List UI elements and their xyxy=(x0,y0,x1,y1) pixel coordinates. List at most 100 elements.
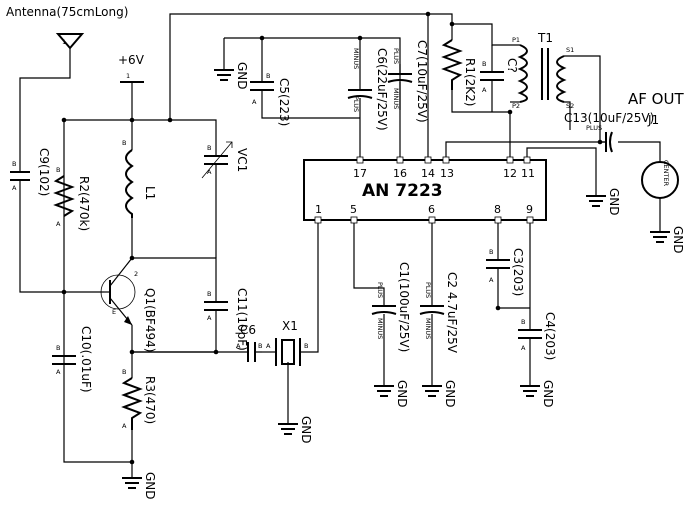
svg-text:B: B xyxy=(266,72,270,80)
svg-text:A: A xyxy=(252,98,257,106)
svg-text:A: A xyxy=(482,86,487,94)
l1-label: L1 xyxy=(143,186,157,200)
supply-label: +6V xyxy=(118,53,145,67)
gnd-label-c1: GND xyxy=(395,380,409,408)
svg-text:PLUS: PLUS xyxy=(352,96,360,112)
output-jack-j1 xyxy=(641,161,679,199)
c13-label: C13(10uF/25V) xyxy=(564,111,654,125)
svg-text:B: B xyxy=(12,160,16,168)
capacitor-c7 xyxy=(387,64,413,90)
x1-label: X1 xyxy=(282,319,298,333)
c4-label: C4(203) xyxy=(543,312,557,360)
svg-text:PLUS: PLUS xyxy=(424,282,432,298)
capacitor-c4 xyxy=(518,320,542,346)
af-out-label: AF OUT xyxy=(628,90,684,108)
gnd-label-jack: GND xyxy=(671,226,685,254)
capacitor-c9 xyxy=(10,160,30,194)
capacitor-c5 xyxy=(250,72,274,100)
svg-text:PLUS: PLUS xyxy=(586,124,602,132)
r2-label: R2(470k) xyxy=(77,176,91,231)
c6-electrolytic-label: C6(22uF/25V) xyxy=(375,48,389,131)
svg-text:1: 1 xyxy=(126,72,130,80)
q1-label: Q1(BF494) xyxy=(143,288,157,352)
svg-text:14: 14 xyxy=(421,167,435,180)
svg-text:16: 16 xyxy=(393,167,407,180)
svg-text:2: 2 xyxy=(134,270,138,278)
ground-c1 xyxy=(374,385,394,397)
ground-c5 xyxy=(214,69,234,81)
ground-jack xyxy=(650,231,670,243)
svg-text:MINUS: MINUS xyxy=(392,88,400,109)
capacitor-c2 xyxy=(419,300,445,326)
svg-text:B: B xyxy=(482,60,486,68)
antenna-label: Antenna(75cmLong) xyxy=(6,5,128,19)
capacitor-c11 xyxy=(204,292,228,318)
svg-text:B: B xyxy=(521,318,525,326)
c9-label: C9(102) xyxy=(37,148,51,196)
svg-text:1: 1 xyxy=(62,38,66,46)
j1-label: J1 xyxy=(647,113,659,127)
c7-label: C7(10uF/25V) xyxy=(415,40,429,123)
gnd-label-pin11: GND xyxy=(607,188,621,216)
c6-label: C6 xyxy=(240,323,256,337)
svg-text:A: A xyxy=(266,342,271,350)
svg-text:B: B xyxy=(207,144,211,152)
inductor-l1 xyxy=(125,149,134,218)
ground-c4 xyxy=(520,385,540,397)
svg-text:MINUS: MINUS xyxy=(424,318,432,339)
capacitor-c6-electrolytic xyxy=(347,80,373,108)
svg-text:S2: S2 xyxy=(566,102,574,110)
svg-text:A: A xyxy=(521,344,526,352)
c10-label: C10(.01uF) xyxy=(79,326,93,393)
ic-name: AN 7223 xyxy=(362,181,443,201)
capacitor-c-unknown xyxy=(480,45,504,105)
capacitor-c3 xyxy=(486,250,510,278)
c-unknown-label: C? xyxy=(505,58,519,73)
variable-capacitor-vc1 xyxy=(201,141,233,179)
svg-text:B: B xyxy=(304,342,308,350)
vc1-label: VC1 xyxy=(235,148,249,172)
c2-label: C2 4.7uF/25V xyxy=(445,272,459,354)
resistor-r3 xyxy=(121,377,143,430)
svg-text:PLUS: PLUS xyxy=(376,282,384,298)
svg-text:P1: P1 xyxy=(512,36,520,44)
svg-text:A: A xyxy=(207,314,212,322)
ground-output-pin11 xyxy=(586,195,606,207)
antenna-symbol xyxy=(55,33,85,50)
ground-crystal xyxy=(278,423,298,435)
resistor-r2 xyxy=(53,175,75,217)
svg-text:A: A xyxy=(56,220,61,228)
svg-text:MINUS: MINUS xyxy=(376,318,384,339)
svg-text:P2: P2 xyxy=(512,102,520,110)
transistor-q1 xyxy=(100,257,136,326)
wires xyxy=(19,13,661,478)
svg-text:A: A xyxy=(207,168,212,176)
svg-text:A: A xyxy=(122,422,127,430)
svg-text:B: B xyxy=(122,139,126,147)
svg-text:B: B xyxy=(56,344,60,352)
svg-text:MINUS: MINUS xyxy=(352,48,360,69)
svg-text:B: B xyxy=(489,248,493,256)
r3-label: R3(470) xyxy=(143,376,157,424)
gnd-label-c5: GND xyxy=(235,62,249,90)
svg-text:13: 13 xyxy=(440,167,454,180)
transformer-t1 xyxy=(517,44,567,103)
ground-main xyxy=(122,477,142,489)
svg-text:12: 12 xyxy=(503,167,517,180)
crystal-x1 xyxy=(275,338,301,366)
svg-text:8: 8 xyxy=(494,203,501,216)
c1-label: C1(100uF/25V) xyxy=(397,262,411,352)
gnd-label-main: GND xyxy=(143,472,157,500)
svg-text:B: B xyxy=(122,368,126,376)
svg-text:5: 5 xyxy=(350,203,357,216)
svg-text:CENTER: CENTER xyxy=(662,160,670,187)
svg-text:A: A xyxy=(56,368,61,376)
svg-text:17: 17 xyxy=(353,167,367,180)
svg-text:A: A xyxy=(489,276,494,284)
svg-text:9: 9 xyxy=(526,203,533,216)
c5-label: C5(223) xyxy=(277,78,291,126)
svg-text:11: 11 xyxy=(521,167,535,180)
svg-text:PLUS: PLUS xyxy=(392,48,400,64)
capacitor-c10 xyxy=(52,355,76,365)
